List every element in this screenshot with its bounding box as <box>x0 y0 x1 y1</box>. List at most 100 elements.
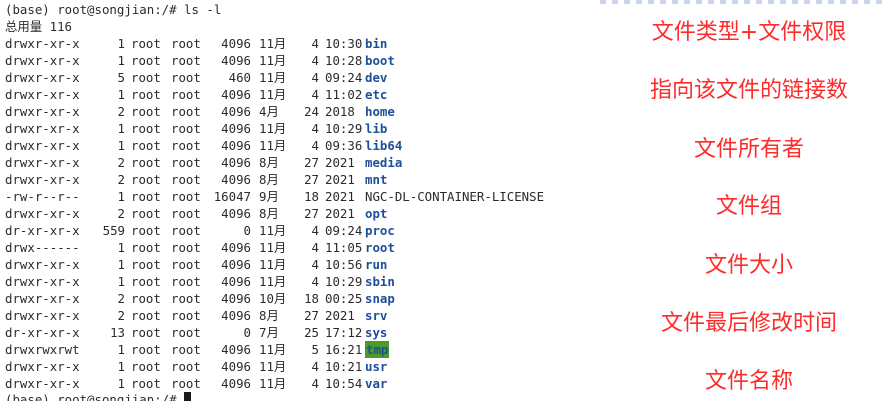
col-month: 11月 <box>259 121 287 136</box>
col-day: 4 <box>311 87 319 102</box>
col-size: 4096 <box>221 155 251 170</box>
col-month: 11月 <box>259 274 287 289</box>
col-links: 2 <box>117 291 125 306</box>
shell-prompt[interactable]: (base) root@songjian:/# <box>5 391 192 401</box>
file-name: NGC-DL-CONTAINER-LICENSE <box>365 189 545 204</box>
col-perm: drwxr-xr-x <box>5 121 80 136</box>
annotation-label: 指向该文件的链接数 <box>649 78 848 103</box>
col-size: 4096 <box>221 104 251 119</box>
col-links: 1 <box>117 138 125 153</box>
col-size: 4096 <box>221 240 251 255</box>
col-month: 8月 <box>259 172 279 187</box>
col-day: 25 <box>304 325 319 340</box>
file-name: lib <box>365 121 388 136</box>
col-day: 4 <box>311 138 319 153</box>
col-owner: root <box>131 274 161 289</box>
command-line: (base) root@songjian:/# ls -l <box>5 2 222 17</box>
file-name: root <box>365 240 395 255</box>
file-name: opt <box>365 206 388 221</box>
col-month: 9月 <box>259 189 279 204</box>
col-links: 2 <box>117 172 125 187</box>
file-name: var <box>365 376 388 391</box>
total-line: 总用量 116 <box>5 19 73 34</box>
col-day: 4 <box>311 36 319 51</box>
col-size: 0 <box>243 223 251 238</box>
file-name: bin <box>365 36 388 51</box>
col-day: 27 <box>304 308 319 323</box>
col-size: 4096 <box>221 308 251 323</box>
col-perm: drwxr-xr-x <box>5 104 80 119</box>
col-month: 11月 <box>259 138 287 153</box>
col-time: 2021 <box>325 155 355 170</box>
col-size: 4096 <box>221 121 251 136</box>
col-links: 1 <box>117 376 125 391</box>
col-perm: drwxr-xr-x <box>5 138 80 153</box>
annotation-label: 文件组 <box>715 194 782 219</box>
file-name: home <box>365 104 395 119</box>
col-size: 16047 <box>213 189 251 204</box>
col-owner: root <box>131 206 161 221</box>
col-time: 10:30 <box>325 36 363 51</box>
col-time: 17:12 <box>325 325 363 340</box>
col-month: 11月 <box>259 342 287 357</box>
terminal-output[interactable]: (base) root@songjian:/# ls -l 总用量 116 dr… <box>0 0 620 401</box>
col-perm: drwxr-xr-x <box>5 155 80 170</box>
col-group: root <box>171 325 201 340</box>
col-links: 559 <box>102 223 125 238</box>
col-links: 1 <box>117 53 125 68</box>
col-month: 11月 <box>259 87 287 102</box>
col-day: 4 <box>311 240 319 255</box>
top-strip-decoration <box>600 0 886 4</box>
col-owner: root <box>131 104 161 119</box>
col-perm: drwxr-xr-x <box>5 308 80 323</box>
col-day: 4 <box>311 70 319 85</box>
col-links: 13 <box>110 325 125 340</box>
file-name: dev <box>365 70 388 85</box>
col-links: 1 <box>117 274 125 289</box>
col-time: 09:36 <box>325 138 363 153</box>
col-time: 10:29 <box>325 121 363 136</box>
col-group: root <box>171 206 201 221</box>
col-links: 5 <box>117 70 125 85</box>
col-month: 8月 <box>259 206 279 221</box>
file-name: lib64 <box>365 138 403 153</box>
col-group: root <box>171 291 201 306</box>
col-time: 16:21 <box>325 342 363 357</box>
col-size: 0 <box>243 325 251 340</box>
col-group: root <box>171 376 201 391</box>
col-owner: root <box>131 36 161 51</box>
col-perm: drwxr-xr-x <box>5 70 80 85</box>
annotation-label: 文件最后修改时间 <box>660 311 837 336</box>
col-month: 11月 <box>259 223 287 238</box>
col-time: 10:29 <box>325 274 363 289</box>
col-day: 18 <box>304 291 319 306</box>
col-links: 1 <box>117 257 125 272</box>
file-name: etc <box>365 87 388 102</box>
col-month: 8月 <box>259 155 279 170</box>
col-group: root <box>171 138 201 153</box>
col-owner: root <box>131 70 161 85</box>
col-perm: -rw-r--r-- <box>5 189 80 204</box>
col-owner: root <box>131 376 161 391</box>
col-day: 4 <box>311 274 319 289</box>
col-perm: drwxr-xr-x <box>5 257 80 272</box>
file-name: sbin <box>365 274 395 289</box>
col-perm: drwxr-xr-x <box>5 274 80 289</box>
col-day: 27 <box>304 155 319 170</box>
col-perm: drwxr-xr-x <box>5 53 80 68</box>
col-day: 18 <box>304 189 319 204</box>
col-day: 24 <box>304 104 319 119</box>
col-time: 10:21 <box>325 359 363 374</box>
col-perm: drwxr-xr-x <box>5 36 80 51</box>
col-time: 09:24 <box>325 70 363 85</box>
file-name: mnt <box>365 172 388 187</box>
col-month: 11月 <box>259 70 287 85</box>
col-month: 11月 <box>259 240 287 255</box>
col-links: 2 <box>117 308 125 323</box>
col-owner: root <box>131 308 161 323</box>
col-perm: dr-xr-xr-x <box>5 325 80 340</box>
col-month: 10月 <box>259 291 287 306</box>
col-size: 4096 <box>221 342 251 357</box>
col-owner: root <box>131 87 161 102</box>
col-perm: drwxr-xr-x <box>5 359 80 374</box>
